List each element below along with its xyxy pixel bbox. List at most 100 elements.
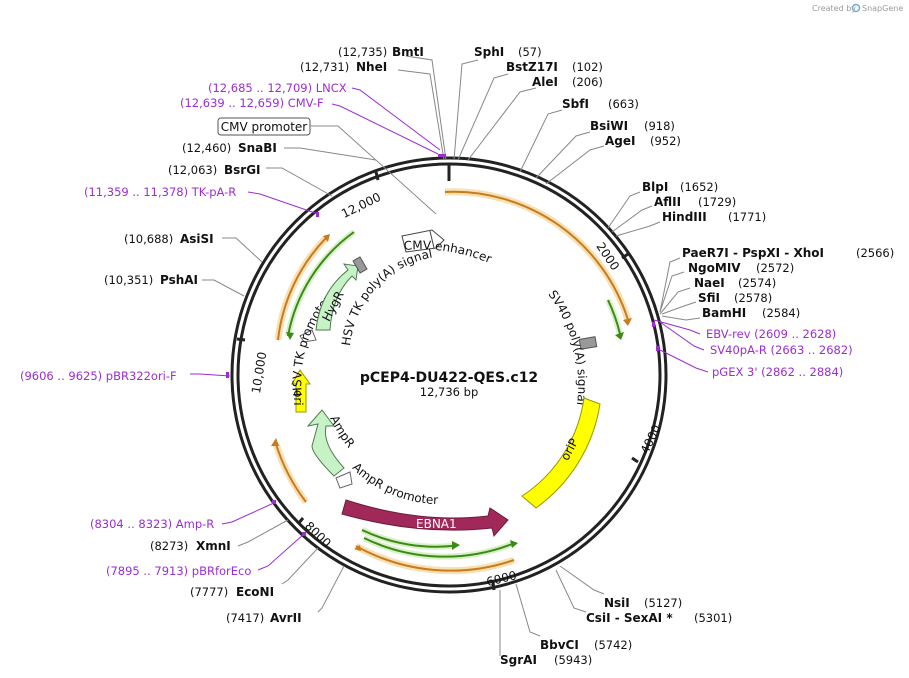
primer-mark-lncx xyxy=(438,154,446,157)
site-snabi: (12,460)SnaBI xyxy=(182,141,277,155)
primer-pbr322ori-f: (9606 .. 9625) pBR322ori-F xyxy=(20,369,177,383)
orf-bottom-line xyxy=(355,545,515,572)
svg-text:NaeI: NaeI xyxy=(694,276,725,290)
site-bstz17i: BstZ17I(102) xyxy=(506,60,603,74)
tick-4000 xyxy=(631,456,639,464)
orf-left-low xyxy=(272,442,309,505)
svg-text:NsiI: NsiI xyxy=(604,596,630,610)
primer-ebv-rev: EBV-rev (2609 .. 2628) xyxy=(706,327,836,341)
svg-text:AvrII: AvrII xyxy=(270,611,302,625)
primer-tk-pa-r: (11,359 .. 11,378) TK-pA-R xyxy=(84,185,236,199)
svg-text:(10,688): (10,688) xyxy=(124,232,173,246)
site-ngomiv: NgoMIV (2572) xyxy=(688,261,794,275)
svg-text:SgrAI: SgrAI xyxy=(500,653,537,667)
site-aflii: AflII (1729) xyxy=(654,195,736,209)
svg-text:(1729): (1729) xyxy=(698,195,736,209)
orf-bottom-arrow xyxy=(354,545,361,551)
backbone xyxy=(230,156,668,594)
svg-text:(2572): (2572) xyxy=(756,261,794,275)
svg-text:(7777): (7777) xyxy=(190,585,228,599)
svg-text:AsiSI: AsiSI xyxy=(180,232,214,246)
svg-text:BsrGI: BsrGI xyxy=(224,163,261,177)
svg-text:(5127): (5127) xyxy=(644,596,682,610)
svg-text:AleI: AleI xyxy=(532,75,558,89)
svg-text:(57): (57) xyxy=(518,45,542,59)
ori-arrow xyxy=(291,369,311,413)
svg-text:(5943): (5943) xyxy=(554,653,592,667)
site-naei: NaeI(2574) xyxy=(694,276,776,290)
svg-text:SbfI: SbfI xyxy=(562,97,589,111)
site-pshai: (10,351) PshAI xyxy=(104,273,198,287)
enzyme-sites: (12,735)BmtI (12,731)NheI SphI(57) BstZ1… xyxy=(104,45,894,667)
tick-6000 xyxy=(491,581,496,591)
svg-text:(918): (918) xyxy=(644,119,675,133)
svg-text:BamHI: BamHI xyxy=(702,306,746,320)
ampr-promoter-label: AmpR promoter xyxy=(350,460,439,507)
svg-text:CsiI - SexAI *: CsiI - SexAI * xyxy=(586,611,673,625)
site-sgrai: SgrAI (5943) xyxy=(500,653,592,667)
svg-text:(8273): (8273) xyxy=(150,539,188,553)
site-xmni: (8273) XmnI xyxy=(150,539,231,553)
site-csii: CsiI - SexAI * (5301) xyxy=(586,611,732,625)
hsv-tk-promoter-arrow xyxy=(299,329,317,343)
sv40-polya-box xyxy=(578,336,598,350)
site-asisi: (10,688) AsiSI xyxy=(124,232,214,246)
svg-text:NgoMIV: NgoMIV xyxy=(688,261,741,275)
svg-text:(10,351): (10,351) xyxy=(104,273,153,287)
site-econi: (7777) EcoNI xyxy=(190,585,274,599)
plasmid-name: pCEP4-DU422-QES.c12 xyxy=(360,370,538,386)
svg-text:SnaBI: SnaBI xyxy=(238,141,277,155)
site-nhei: (12,731)NheI xyxy=(300,60,387,74)
svg-text:BsiWI: BsiWI xyxy=(590,119,628,133)
orf-top-right-line xyxy=(444,190,629,321)
orip-arc xyxy=(521,397,601,509)
svg-text:(7417): (7417) xyxy=(226,611,264,625)
svg-text:PaeR7I - PspXI - XhoI: PaeR7I - PspXI - XhoI xyxy=(682,246,824,260)
primer-pgex3: pGEX 3' (2862 .. 2884) xyxy=(712,365,843,379)
ampr-promoter-arrow xyxy=(335,471,353,489)
orf-left-low-line xyxy=(275,443,307,503)
site-paer7i: PaeR7I - PspXI - XhoI (2566) xyxy=(682,246,894,260)
orf-left-low-arrow xyxy=(271,438,279,446)
ebna1-arrow xyxy=(341,499,509,538)
svg-text:AflII: AflII xyxy=(654,195,681,209)
credit-brand: SnapGene xyxy=(862,4,903,13)
tick-10000 xyxy=(236,337,246,342)
hsv-tk-polya-box xyxy=(352,256,368,274)
svg-text:(12,731): (12,731) xyxy=(300,60,349,74)
svg-text:(2584): (2584) xyxy=(762,306,800,320)
svg-text:BbvCI: BbvCI xyxy=(540,638,579,652)
svg-text:BmtI: BmtI xyxy=(392,45,424,59)
svg-text:XmnI: XmnI xyxy=(196,539,231,553)
credit-prefix: Created by xyxy=(812,4,856,13)
tick-label-12000: 12,000 xyxy=(339,190,383,221)
tick-8000 xyxy=(296,517,305,525)
site-sbfi: SbfI (663) xyxy=(562,97,639,111)
primer-lncx: (12,685 .. 12,709) LNCX xyxy=(208,81,347,95)
svg-text:SfiI: SfiI xyxy=(698,291,720,305)
svg-text:(2566): (2566) xyxy=(856,246,894,260)
site-sfii: SfiI(2578) xyxy=(698,291,772,305)
svg-text:PshAI: PshAI xyxy=(160,273,198,287)
svg-text:BstZ17I: BstZ17I xyxy=(506,60,558,74)
site-bbvci: BbvCI(5742) xyxy=(540,638,632,652)
svg-text:EcoNI: EcoNI xyxy=(236,585,274,599)
svg-text:(1771): (1771) xyxy=(728,210,766,224)
site-leaders xyxy=(202,55,701,656)
site-agei: AgeI(952) xyxy=(605,134,681,148)
site-alei: AleI(206) xyxy=(532,75,603,89)
svg-text:(952): (952) xyxy=(650,134,681,148)
svg-text:(5301): (5301) xyxy=(694,611,732,625)
tick-label-10000: 10,000 xyxy=(249,351,269,395)
orf-left-high-arrow xyxy=(323,234,330,242)
primer-sv40pa-r: SV40pA-R (2663 .. 2682) xyxy=(710,343,853,357)
plasmid-length: 12,736 bp xyxy=(420,385,479,399)
site-bsrgi: (12,063)BsrGI xyxy=(168,163,261,177)
site-hindiii: HindIII(1771) xyxy=(662,210,766,224)
site-nsii: NsiI (5127) xyxy=(604,596,682,610)
svg-text:SphI: SphI xyxy=(474,45,504,59)
ampr-arrow xyxy=(306,409,345,477)
cmv-promoter-label: CMV promoter xyxy=(221,120,308,134)
svg-text:(663): (663) xyxy=(608,97,639,111)
